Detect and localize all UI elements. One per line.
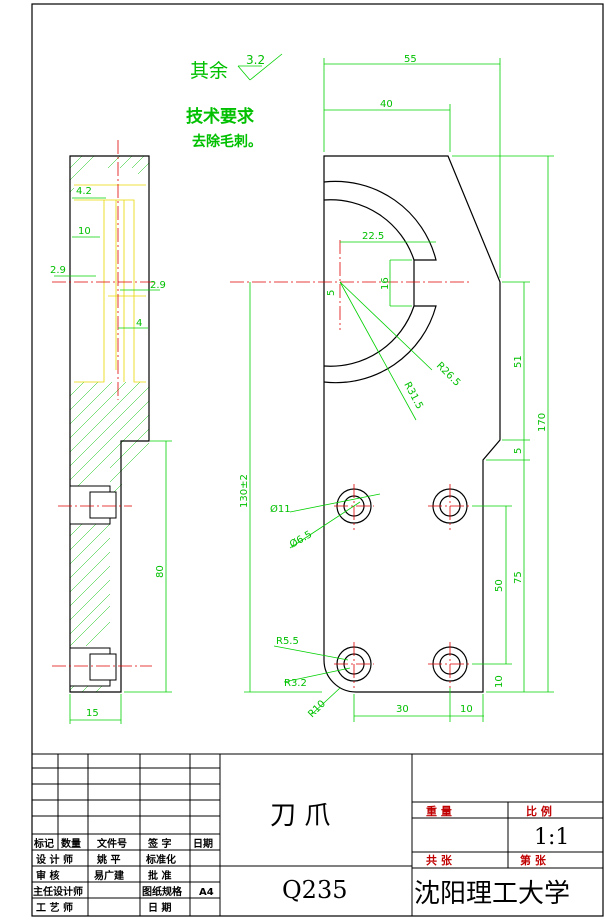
scale-label: 比 例: [526, 804, 552, 818]
dim-10-horizontal: 10: [460, 704, 473, 715]
dim-22-5: 22.5: [362, 231, 384, 242]
dim-top-55: 55: [404, 54, 417, 65]
roughness-symbol: [237, 53, 283, 81]
roughness-value: 3.2: [246, 53, 265, 67]
roughness-prefix: 其余: [190, 60, 228, 82]
front-view-holes: [336, 488, 468, 682]
dim-170: 170: [537, 413, 548, 432]
side-view-dimensions: [54, 197, 172, 724]
dim-phi-6-5: Ø6.5: [288, 528, 315, 550]
dim-s-2-9b: 2.9: [150, 280, 166, 291]
front-view-arc-slot: [323, 180, 437, 384]
part-name: 刀 爪: [270, 801, 330, 831]
side-view-holes: [69, 485, 117, 687]
title-block: 标记 数量 文件号 签 字 日期 设 计 师 姚 平 标准化 审 核 易广建 批…: [32, 753, 603, 916]
dim-r-5-5: R5.5: [276, 636, 299, 647]
name-designer: 姚 平: [96, 853, 120, 866]
role2-approve: 批 准: [148, 869, 171, 882]
total-sheets-label: 共 张: [426, 853, 453, 867]
dim-r-31-5: R31.5: [401, 380, 424, 411]
weight-label: 重 量: [426, 804, 452, 818]
tech-requirements-title: 技术要求: [186, 106, 254, 127]
dim-top-40: 40: [380, 99, 393, 110]
role2-standard: 标准化: [145, 853, 176, 866]
sheet-number-label: 第 张: [520, 853, 547, 867]
role2-date: 日 期: [148, 901, 171, 914]
dim-130: 130±2: [239, 474, 250, 508]
dim-5a: 5: [326, 290, 337, 296]
role-chief-designer: 主任设计师: [33, 885, 83, 898]
rev-header-qty: 数量: [61, 837, 81, 850]
front-view-dimension-lines: [244, 58, 554, 722]
rev-header-sign: 签 字: [147, 837, 171, 850]
role-designer: 设 计 师: [36, 853, 73, 866]
rev-header-file: 文件号: [97, 837, 127, 850]
front-view: 55 40 22.5 16 5 R26.5 R31.5 51 5 170 130…: [230, 54, 554, 722]
dim-10-vertical: 10: [494, 675, 505, 688]
role2-paper-size: 图纸规格: [142, 885, 183, 898]
role-reviewer: 审 核: [36, 869, 59, 882]
side-view-outline: [69, 155, 150, 693]
dim-50: 50: [494, 579, 505, 592]
dim-s-4: 4: [136, 318, 142, 329]
sheet-border: [31, 3, 604, 917]
material: Q235: [282, 876, 347, 904]
dim-s-10: 10: [78, 226, 91, 237]
dim-r-26-5: R26.5: [434, 360, 462, 388]
dim-r-3-2: R3.2: [284, 678, 307, 689]
dim-s-15: 15: [86, 708, 99, 719]
rev-header-mark: 标记: [33, 837, 54, 850]
front-view-centerlines: [230, 240, 472, 688]
dim-16: 16: [380, 277, 391, 290]
side-view-centerlines: [52, 140, 156, 667]
side-view-hatching: [69, 155, 150, 693]
name-reviewer: 易广建: [94, 869, 125, 882]
dim-30: 30: [396, 704, 409, 715]
scale-value: 1:1: [534, 825, 569, 850]
value2-paper-size: A4: [199, 887, 214, 898]
dim-s-2-9a: 2.9: [50, 265, 66, 276]
side-view: 4.2 10 2.9 2.9 4 80 15: [50, 140, 172, 724]
tech-requirements-item: 去除毛刺。: [192, 133, 262, 150]
dim-51: 51: [513, 355, 524, 368]
dim-phi-11: Ø11: [270, 503, 291, 515]
dim-s-4-2: 4.2: [76, 186, 92, 197]
dim-s-80: 80: [155, 565, 166, 578]
school-name: 沈阳理工大学: [414, 879, 570, 909]
role-process-engineer: 工 艺 师: [36, 901, 73, 914]
side-view-slot-profile: [74, 184, 146, 383]
rev-header-date: 日期: [193, 837, 213, 850]
dim-75: 75: [513, 571, 524, 584]
dim-5b: 5: [513, 448, 524, 454]
front-view-outline: [323, 155, 501, 693]
